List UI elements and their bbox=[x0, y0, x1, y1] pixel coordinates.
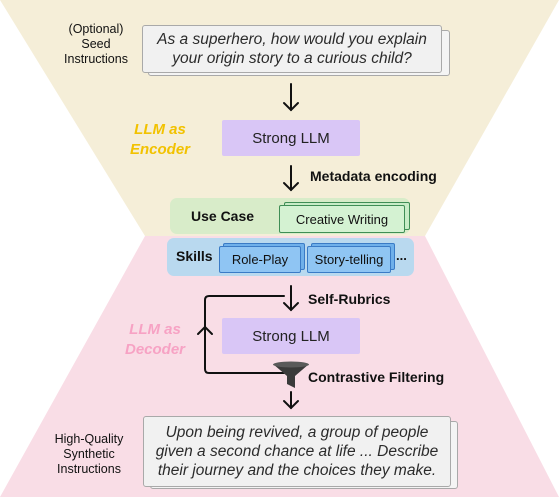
decoder-role-line-1: LLM as bbox=[129, 321, 181, 338]
skill-tag-1-label: Role-Play bbox=[231, 252, 289, 267]
arrow-filter-to-output bbox=[283, 391, 299, 410]
encoder-llm-box: Strong LLM bbox=[222, 120, 360, 156]
encoder-role-label: LLM as Encoder bbox=[110, 120, 210, 160]
output-instructions-label: High-Quality Synthetic Instructions bbox=[44, 432, 134, 477]
encoder-role-line-2: Encoder bbox=[129, 141, 190, 158]
output-label-line-2: Synthetic bbox=[63, 447, 115, 461]
output-instruction-card: Upon being revived, a group of people gi… bbox=[143, 416, 451, 487]
arrow-skills-to-decoder bbox=[283, 285, 299, 312]
encoder-role-line-1: LLM as bbox=[134, 121, 186, 138]
arrow-seed-to-encoder bbox=[283, 83, 299, 112]
seed-label-line-3: Instructions bbox=[64, 52, 128, 66]
self-rubrics-label: Self-Rubrics bbox=[308, 291, 391, 307]
decoder-llm-label: Strong LLM bbox=[252, 327, 330, 345]
skill-tag-role-play: Role-Play bbox=[219, 246, 301, 273]
use-case-tag-label: Creative Writing bbox=[295, 211, 389, 227]
decoder-role-label: LLM as Decoder bbox=[105, 320, 205, 360]
decoder-llm-box: Strong LLM bbox=[222, 318, 360, 354]
encoder-llm-label: Strong LLM bbox=[252, 129, 330, 147]
use-case-title: Use Case bbox=[191, 208, 255, 224]
output-label-line-1: High-Quality bbox=[54, 432, 124, 446]
seed-label-line-1: (Optional) bbox=[68, 22, 124, 36]
decoder-role-line-2: Decoder bbox=[124, 341, 186, 358]
seed-label-line-2: Seed bbox=[81, 37, 111, 51]
skills-more-ellipsis: ... bbox=[396, 248, 407, 263]
seed-instruction-text: As a superhero, how would you explain yo… bbox=[157, 31, 427, 67]
seed-instructions-label: (Optional) Seed Instructions bbox=[56, 22, 136, 67]
metadata-encoding-label: Metadata encoding bbox=[310, 168, 437, 184]
filter-funnel-icon bbox=[273, 361, 309, 388]
contrastive-filtering-label: Contrastive Filtering bbox=[308, 369, 445, 385]
output-label-line-3: Instructions bbox=[57, 462, 121, 476]
output-instruction-text: Upon being revived, a group of people gi… bbox=[155, 424, 439, 479]
feedback-loop-arrow bbox=[197, 295, 285, 374]
seed-instruction-card: As a superhero, how would you explain yo… bbox=[142, 25, 442, 73]
use-case-tag: Creative Writing bbox=[279, 205, 405, 233]
skills-title: Skills bbox=[176, 248, 213, 264]
skill-tag-story-telling: Story-telling bbox=[307, 246, 391, 273]
arrow-encoder-to-metadata bbox=[283, 165, 299, 192]
skill-tag-2-label: Story-telling bbox=[314, 252, 384, 267]
